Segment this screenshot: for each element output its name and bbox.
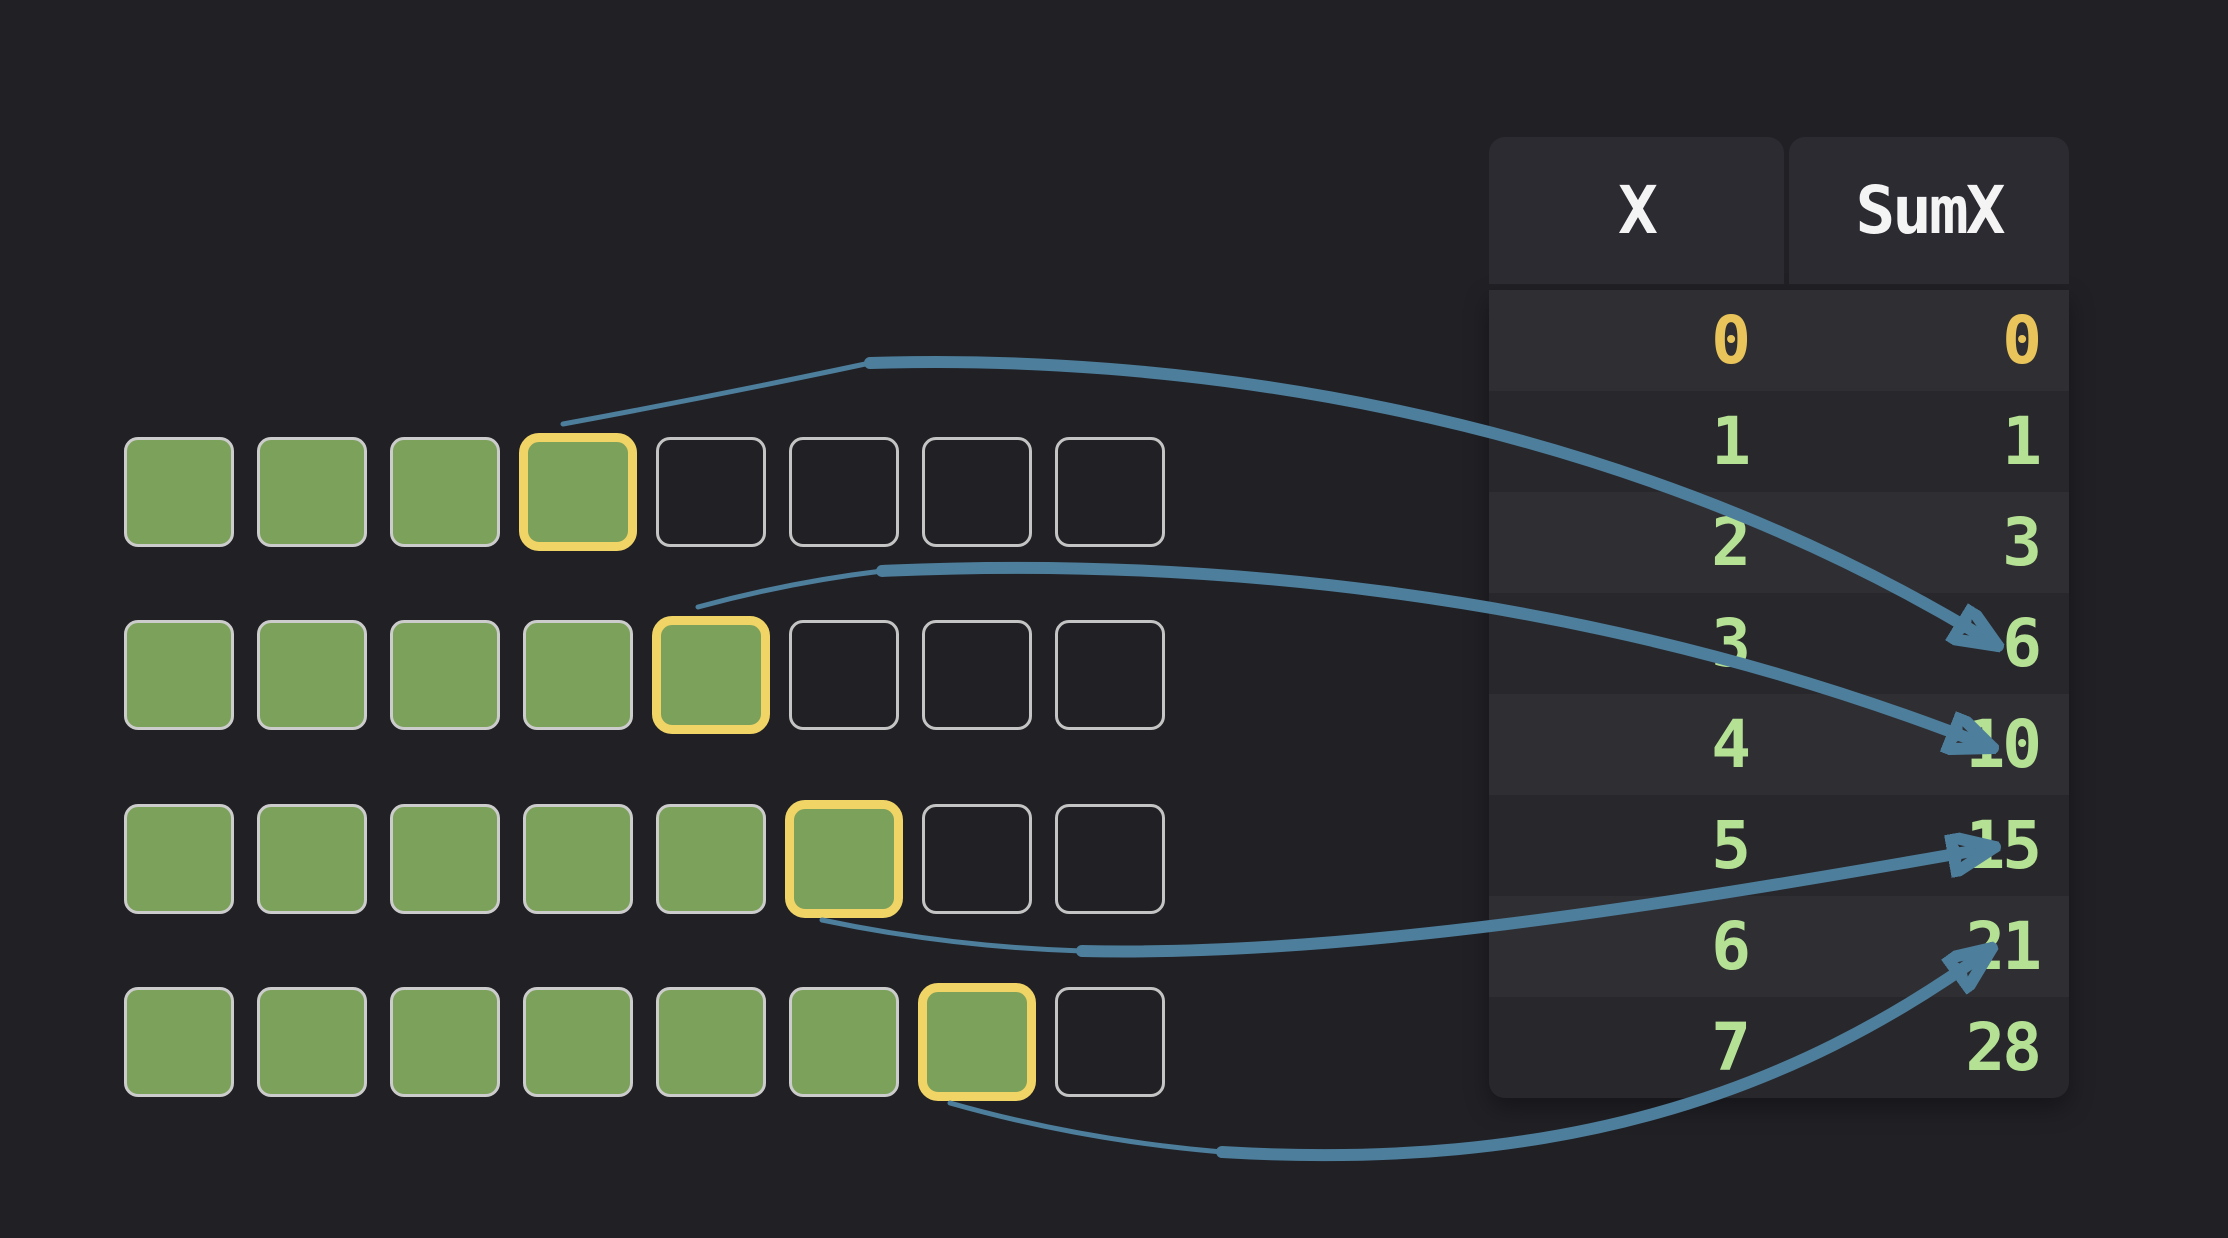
table-row-x5: 5 15 <box>1489 795 2069 896</box>
cell-sumx: 3 <box>2002 504 2042 581</box>
cell-x: 3 <box>1711 605 1751 682</box>
squares-row-4 <box>124 983 1165 1101</box>
highlighted-square-r3-c6 <box>785 800 903 918</box>
cell-sumx: 21 <box>1965 908 2042 985</box>
filled-square-r4-c6 <box>789 987 899 1097</box>
empty-square-r1-c5 <box>656 437 766 547</box>
cell-sumx: 6 <box>2002 605 2042 682</box>
filled-square-r3-c3 <box>390 804 500 914</box>
cell-x: 7 <box>1711 1009 1751 1086</box>
empty-square-r1-c8 <box>1055 437 1165 547</box>
cell-sumx: 28 <box>1965 1009 2042 1086</box>
filled-square-r4-c4 <box>523 987 633 1097</box>
highlighted-square-r2-c5 <box>652 616 770 734</box>
table-row-x4: 4 10 <box>1489 694 2069 795</box>
cell-x: 4 <box>1711 706 1751 783</box>
cell-sumx: 1 <box>2002 403 2042 480</box>
empty-square-r2-c7 <box>922 620 1032 730</box>
empty-square-r2-c8 <box>1055 620 1165 730</box>
filled-square-r3-c1 <box>124 804 234 914</box>
empty-square-r1-c7 <box>922 437 1032 547</box>
filled-square-r4-c5 <box>656 987 766 1097</box>
cell-sumx: 0 <box>2002 302 2042 379</box>
column-header-x: X <box>1489 137 1784 284</box>
squares-row-2 <box>124 616 1165 734</box>
filled-square-r3-c5 <box>656 804 766 914</box>
table-row-x7: 7 28 <box>1489 997 2069 1098</box>
filled-square-r2-c2 <box>257 620 367 730</box>
filled-square-r2-c1 <box>124 620 234 730</box>
column-header-sumx: SumX <box>1789 137 2069 284</box>
filled-square-r4-c2 <box>257 987 367 1097</box>
cell-x: 5 <box>1711 807 1751 884</box>
squares-row-3 <box>124 800 1165 918</box>
cell-sumx: 10 <box>1965 706 2042 783</box>
filled-square-r1-c2 <box>257 437 367 547</box>
filled-square-r2-c3 <box>390 620 500 730</box>
empty-square-r3-c8 <box>1055 804 1165 914</box>
cell-x: 6 <box>1711 908 1751 985</box>
highlighted-square-r4-c7 <box>918 983 1036 1101</box>
empty-square-r1-c6 <box>789 437 899 547</box>
cell-sumx: 15 <box>1965 807 2042 884</box>
filled-square-r1-c3 <box>390 437 500 547</box>
filled-square-r4-c3 <box>390 987 500 1097</box>
cell-x: 0 <box>1711 302 1751 379</box>
cell-x: 1 <box>1711 403 1751 480</box>
squares-row-1 <box>124 433 1165 551</box>
filled-square-r1-c1 <box>124 437 234 547</box>
filled-square-r4-c1 <box>124 987 234 1097</box>
filled-square-r2-c4 <box>523 620 633 730</box>
empty-square-r4-c8 <box>1055 987 1165 1097</box>
empty-square-r3-c7 <box>922 804 1032 914</box>
table-header-row: X SumX <box>1489 137 2069 284</box>
filled-square-r3-c2 <box>257 804 367 914</box>
cell-x: 2 <box>1711 504 1751 581</box>
highlighted-square-r1-c4 <box>519 433 637 551</box>
empty-square-r2-c6 <box>789 620 899 730</box>
table-row-x6: 6 21 <box>1489 896 2069 997</box>
filled-square-r3-c4 <box>523 804 633 914</box>
